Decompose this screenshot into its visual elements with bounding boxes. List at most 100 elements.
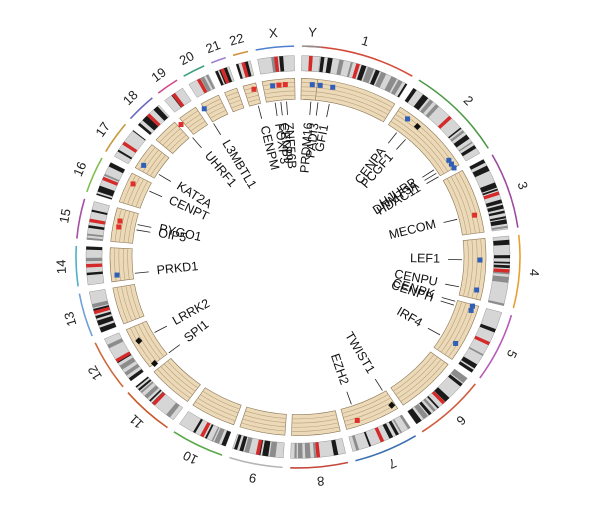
track-gridline	[162, 128, 181, 146]
leader-znf56b	[286, 101, 288, 115]
ideogram-band	[453, 134, 470, 148]
leader-mecom	[443, 218, 458, 223]
track-6	[390, 351, 449, 406]
track-5	[433, 300, 480, 360]
ideogram-band	[215, 70, 224, 86]
track-gridline	[450, 176, 472, 234]
chromosome-arc-5	[479, 314, 513, 379]
track-gridline	[202, 390, 240, 410]
marker-spi1	[151, 359, 159, 367]
chromosome-arc-17	[105, 123, 127, 152]
track-gridline	[458, 172, 481, 233]
ideogram-band	[214, 428, 225, 444]
leader-irf4	[427, 327, 441, 336]
chromosome-label-3: 3	[515, 180, 532, 192]
chromosome-arc-22	[232, 50, 249, 57]
ideogram-band	[153, 106, 169, 121]
centromere-13	[93, 306, 111, 315]
chromosome-label-6: 6	[453, 412, 469, 428]
centromere-11	[152, 392, 166, 406]
track-gridline	[131, 178, 144, 206]
track-gridline	[190, 120, 206, 132]
leader-pcgf1	[396, 139, 406, 150]
track-gridline	[265, 94, 296, 99]
gene-label-mecom: MECOM	[387, 217, 437, 242]
chromosome-arc-15	[76, 198, 86, 239]
ideogram-band	[312, 442, 317, 458]
chromosome-label-16: 16	[70, 159, 89, 178]
centromere-18	[146, 113, 161, 127]
ideogram-band	[492, 275, 509, 283]
chromosome-label-8: 8	[316, 473, 325, 489]
ideogram-band	[140, 381, 154, 394]
ideogram-band	[244, 437, 253, 453]
track-gridline	[241, 422, 286, 432]
chromosome-label-14: 14	[53, 259, 69, 274]
gene-label-oip5: OIP5	[157, 226, 188, 245]
track-gridline	[227, 95, 240, 101]
centromere-6	[431, 390, 446, 405]
ideogram-band	[262, 440, 271, 457]
track-gridline	[187, 117, 203, 129]
gene-labels: PRDM16PADI3GFI1CENPAPCGF1HJURPDNMT3AHDAC…	[156, 122, 440, 387]
ideogram-band	[384, 76, 397, 93]
track-gridline	[264, 90, 295, 95]
ideogram-band	[450, 130, 465, 142]
track-gridline	[454, 174, 476, 234]
track-18	[155, 121, 190, 154]
ideogram-band	[450, 369, 468, 384]
centromere-2	[437, 115, 452, 129]
ideogram-band	[480, 182, 497, 193]
ideogram-band	[482, 188, 499, 196]
ideogram-band	[479, 323, 496, 333]
chromosome-label-22: 22	[228, 30, 246, 48]
centromere-9	[255, 439, 263, 456]
ideogram-band	[493, 255, 510, 259]
track-19	[179, 106, 209, 135]
ideogram-band	[99, 322, 117, 333]
gene-label-irf4: IRF4	[394, 304, 425, 330]
track-gridline	[300, 94, 316, 97]
ideogram-band	[135, 376, 149, 388]
marker-twist1	[388, 401, 396, 409]
ideogram-band	[108, 162, 125, 174]
ideogram-band	[448, 374, 463, 387]
track-gridline	[231, 103, 243, 109]
track-gridline	[195, 401, 236, 422]
marker-oip5	[116, 224, 122, 230]
chromosome-ideograms	[85, 55, 511, 459]
centromere-y	[308, 55, 313, 72]
ideogram-band	[193, 418, 203, 434]
leader-cenpt	[149, 190, 163, 198]
track-gridline	[114, 247, 117, 282]
gene-label-lef1: LEF1	[410, 251, 440, 266]
marker-prkd1	[114, 272, 120, 278]
gene-markers	[114, 82, 483, 423]
track-gridline	[244, 86, 257, 91]
ideogram-band	[294, 443, 297, 459]
track-gridline	[291, 418, 338, 424]
ideogram-band	[96, 315, 114, 326]
ideogram-band	[399, 414, 411, 430]
ideogram-band	[407, 408, 422, 424]
gene-label-padi3: PADI3	[303, 122, 321, 159]
marker-irf4	[453, 340, 459, 346]
ideogram-band	[397, 83, 408, 98]
track-gridline	[197, 397, 237, 418]
chromosome-label-10: 10	[181, 448, 201, 468]
chromosome-label-20: 20	[177, 48, 197, 68]
track-gridline	[127, 212, 135, 243]
ideogram-band	[95, 311, 112, 319]
track-gridline	[160, 366, 193, 395]
ideogram-band	[490, 219, 508, 227]
ideogram-band	[96, 193, 113, 200]
ideogram-band	[458, 141, 473, 152]
track-gridline	[390, 120, 445, 174]
chromosome-label-13: 13	[61, 310, 79, 328]
leader-spi1	[168, 344, 181, 354]
track-gridline	[393, 117, 449, 172]
chromosome-arc-19	[157, 79, 178, 94]
ideogram-band	[404, 88, 417, 103]
marker-lef1	[477, 257, 483, 263]
